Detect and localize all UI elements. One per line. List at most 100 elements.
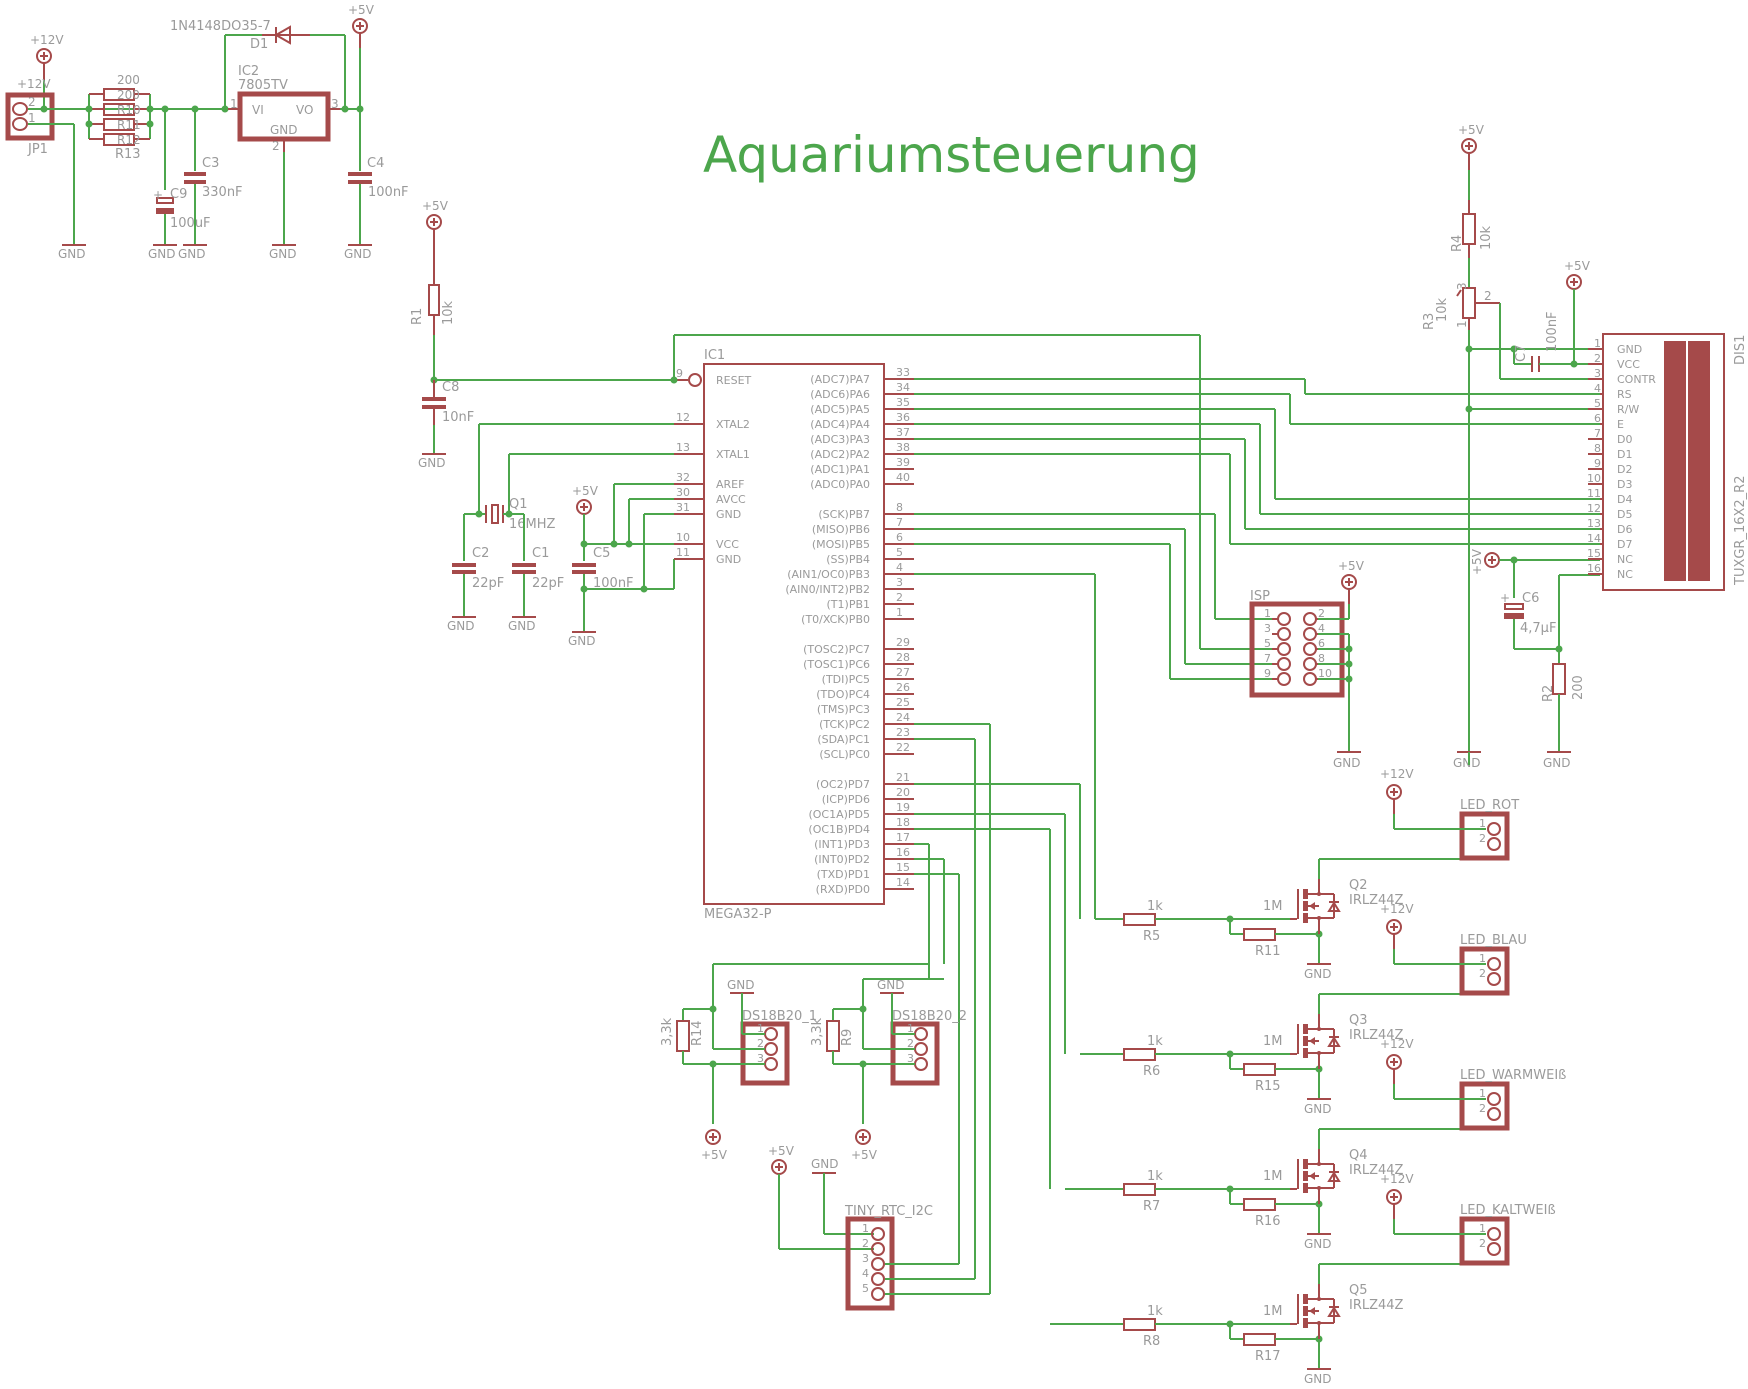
svg-text:C4: C4 [367, 156, 384, 171]
svg-text:C6: C6 [1522, 591, 1539, 606]
svg-text:32: 32 [676, 471, 690, 484]
svg-text:3,3k: 3,3k [660, 1017, 675, 1046]
isp-pin-10 [1303, 672, 1317, 686]
svg-text:GND: GND [344, 247, 372, 261]
svg-text:(ADC1)PA1: (ADC1)PA1 [810, 463, 870, 476]
mcu-pin--scl-pc0: 22(SCL)PC0 [819, 741, 914, 761]
svg-text:1: 1 [1594, 337, 1601, 350]
svg-text:GND: GND [1453, 756, 1481, 770]
svg-text:28: 28 [896, 651, 910, 664]
svg-text:(AIN1/OC0)PB3: (AIN1/OC0)PB3 [787, 568, 870, 581]
svg-text:D2: D2 [1617, 463, 1632, 476]
svg-text:11: 11 [1587, 487, 1601, 500]
svg-text:R11: R11 [117, 118, 141, 132]
svg-text:25: 25 [896, 696, 910, 709]
svg-text:XTAL2: XTAL2 [716, 418, 750, 431]
svg-text:+5V: +5V [1564, 259, 1591, 273]
svg-text:3: 3 [1455, 282, 1469, 290]
svg-text:14: 14 [896, 876, 910, 889]
svg-text:22pF: 22pF [472, 576, 504, 591]
svg-text:GND: GND [1304, 1102, 1332, 1116]
svg-text:330nF: 330nF [202, 185, 243, 200]
svg-text:+5V: +5V [1470, 548, 1484, 575]
svg-text:9: 9 [1264, 667, 1271, 680]
svg-text:RS: RS [1617, 388, 1632, 401]
svg-text:R9: R9 [840, 1029, 855, 1046]
mcu-pin--sck-pb7: 8(SCK)PB7 [818, 501, 914, 521]
svg-text:GND: GND [811, 1157, 839, 1171]
svg-text:2: 2 [272, 139, 280, 153]
svg-text:(INT0)PD2: (INT0)PD2 [814, 853, 870, 866]
mcu-pin--oc1a-pd5: 19(OC1A)PD5 [808, 801, 914, 821]
svg-text:(SDA)PC1: (SDA)PC1 [817, 733, 870, 746]
port-cd-wires [914, 723, 1081, 1294]
svg-text:DS18B20_1: DS18B20_1 [742, 1009, 817, 1024]
svg-text:100nF: 100nF [593, 576, 634, 591]
mcu-pin--miso-pb6: 7(MISO)PB6 [812, 516, 914, 536]
svg-text:Q3: Q3 [1349, 1013, 1368, 1028]
svg-text:+5V: +5V [1458, 123, 1485, 137]
svg-text:4,7µF: 4,7µF [1520, 621, 1556, 636]
mcu-pin--adc0-pa0: 40(ADC0)PA0 [810, 471, 914, 491]
led-connector-label: LED_BLAU [1460, 933, 1527, 948]
svg-text:29: 29 [896, 636, 910, 649]
svg-text:33: 33 [896, 366, 910, 379]
mcu-pin--icp-pd6: 20(ICP)PD6 [822, 786, 914, 806]
svg-text:GND: GND [58, 247, 86, 261]
svg-text:+5V: +5V [572, 484, 599, 498]
svg-text:16: 16 [1587, 562, 1601, 575]
svg-text:21: 21 [896, 771, 910, 784]
svg-text:14: 14 [1587, 532, 1601, 545]
svg-text:(T1)PB1: (T1)PB1 [827, 598, 870, 611]
svg-text:+: + [1500, 591, 1510, 605]
svg-text:(SS)PB4: (SS)PB4 [826, 553, 870, 566]
svg-text:1: 1 [862, 1222, 869, 1235]
svg-text:10: 10 [1587, 472, 1601, 485]
svg-text:2: 2 [907, 1037, 914, 1050]
svg-text:R/W: R/W [1617, 403, 1639, 416]
svg-text:+12V: +12V [1380, 1172, 1414, 1186]
svg-text:R3: R3 [1422, 313, 1437, 330]
svg-text:1M: 1M [1263, 1034, 1283, 1049]
svg-text:CONTR: CONTR [1617, 373, 1656, 386]
svg-text:1N4148DO35-7: 1N4148DO35-7 [170, 19, 271, 34]
svg-text:20: 20 [896, 786, 910, 799]
rtc-pin-2 [871, 1242, 885, 1256]
mcu-pin--int0-pd2: 16(INT0)PD2 [814, 846, 914, 866]
svg-text:10: 10 [1318, 667, 1332, 680]
mcu-pin--oc2-pd7: 21(OC2)PD7 [816, 771, 914, 791]
svg-text:100nF: 100nF [1545, 311, 1560, 352]
svg-text:LCD DISPLAY 16x2: LCD DISPLAY 16x2 [1709, 400, 1724, 520]
plus5v-symbol: +5V [348, 3, 375, 34]
svg-text:3: 3 [1264, 622, 1271, 635]
svg-text:D0: D0 [1617, 433, 1632, 446]
svg-text:1k: 1k [1147, 1169, 1163, 1184]
svg-text:D5: D5 [1617, 508, 1632, 521]
svg-text:(T0/XCK)PB0: (T0/XCK)PB0 [801, 613, 870, 626]
svg-text:XTAL1: XTAL1 [716, 448, 750, 461]
svg-text:D1: D1 [250, 37, 268, 52]
svg-text:3: 3 [1594, 367, 1601, 380]
svg-text:(ADC5)PA5: (ADC5)PA5 [810, 403, 870, 416]
isp-pin-7 [1277, 657, 1291, 671]
resistor-bank: 200 200 R10 R11 R12 R13 [85, 73, 154, 162]
svg-text:4: 4 [896, 561, 903, 574]
plus12v-symbol: +12V [30, 33, 64, 64]
svg-text:35: 35 [896, 396, 910, 409]
svg-text:(ADC4)PA4: (ADC4)PA4 [810, 418, 870, 431]
svg-text:1k: 1k [1147, 1034, 1163, 1049]
svg-text:3: 3 [757, 1052, 764, 1065]
